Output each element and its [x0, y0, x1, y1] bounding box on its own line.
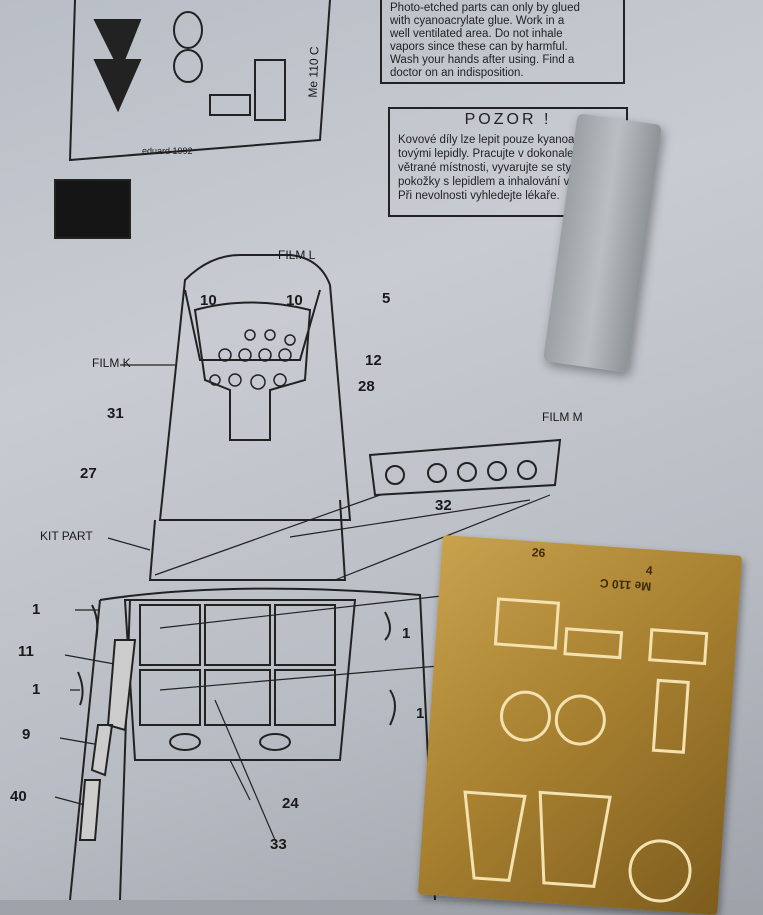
callout-24: 24: [282, 795, 299, 812]
callout-film-l: FILM L: [278, 248, 316, 262]
warning-title: POZOR !: [464, 111, 552, 128]
callout-27: 27: [80, 465, 97, 482]
callout-1a: 1: [32, 601, 41, 618]
callout-28: 28: [358, 378, 375, 395]
fret-maker-label: eduard 1992: [142, 146, 193, 156]
warning-line: Photo-etched parts can only by glued: [390, 2, 580, 14]
callout-film-k: FILM K: [92, 356, 131, 370]
fret-parts: [93, 19, 142, 113]
warning-line: with cyanoacrylate glue. Work in a: [390, 15, 565, 27]
warning-line: tovými lepidly. Pracujte v dokonale: [398, 148, 574, 160]
photo-etch-fret: 26 4 Me 110 C: [417, 534, 743, 915]
warning-line: Wash your hands after using. Find a: [390, 54, 575, 66]
fret-outline: [68, 0, 331, 162]
floor-panel: [123, 599, 357, 761]
callout-33: 33: [270, 836, 287, 853]
callout-film-m: FILM M: [542, 410, 583, 424]
callout-9: 9: [22, 726, 31, 743]
callout-31: 31: [107, 405, 124, 422]
warning-line: doctor on an indisposition.: [390, 67, 524, 79]
warning-line: Při nevolnosti vyhledejte lékaře.: [398, 190, 560, 202]
callout-1b: 1: [32, 681, 41, 698]
warning-line: Kovové díly lze lepit pouze kyanoakry: [398, 134, 590, 146]
warning-line: well ventilated area. Do not inhale: [390, 28, 563, 40]
callout-kit-part: KIT PART: [40, 529, 93, 543]
warning-czech: POZOR ! Kovové díly lze lepit pouze kyan…: [388, 107, 628, 217]
callout-32: 32: [435, 497, 452, 514]
callout-40: 40: [10, 788, 27, 805]
warning-english: Photo-etched parts can only by glued wit…: [380, 0, 625, 84]
warning-line: vapors since these can by harmful.: [390, 41, 568, 53]
callout-10-left: 10: [200, 292, 217, 309]
callout-1c: 1: [402, 625, 411, 642]
fret-parts: [463, 597, 709, 903]
callout-10-right: 10: [286, 292, 303, 309]
instrument-thumbnail: [54, 179, 131, 239]
film-m-strip: [368, 438, 562, 497]
callout-11: 11: [18, 643, 34, 660]
callout-12: 12: [365, 352, 382, 369]
fret-model-label: Me 110 C: [305, 46, 322, 98]
warning-line: větrané místnosti, vyvarujte se styku: [398, 162, 584, 174]
cockpit-frame: [158, 254, 352, 521]
callout-1d: 1: [416, 705, 425, 722]
warning-line: pokožky s lepidlem a inhalování vý: [398, 176, 576, 188]
callout-5: 5: [382, 290, 391, 307]
instrument-panel: [193, 301, 312, 441]
